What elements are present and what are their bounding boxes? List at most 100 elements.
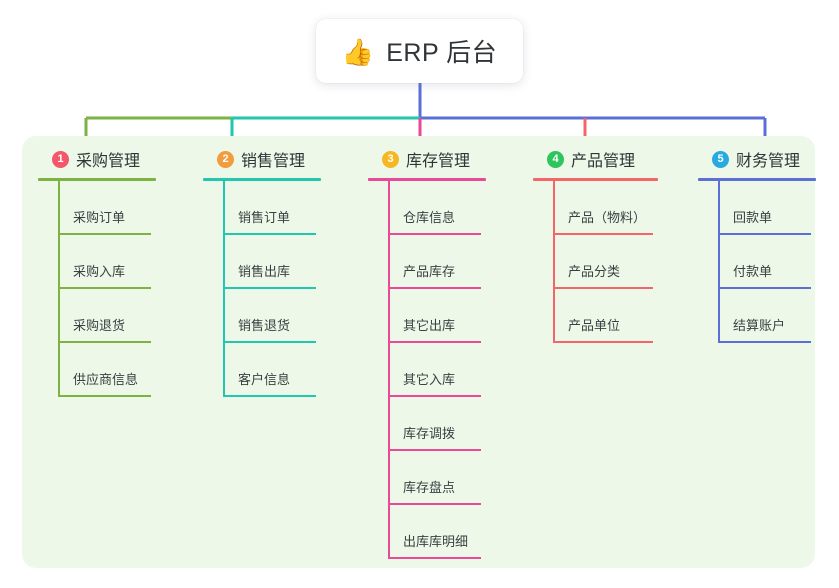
leaf-label: 产品分类 <box>568 264 621 279</box>
leaf-item[interactable]: 采购订单 <box>38 181 156 235</box>
branch-column-2: 2 销售管理销售订单销售出库销售退货客户信息 <box>203 146 321 397</box>
leaf-rule <box>223 287 316 289</box>
leaf-rule <box>553 341 653 343</box>
leaf-rule <box>388 449 481 451</box>
leaf-label: 库存盘点 <box>403 480 456 495</box>
leaf-rule <box>58 287 151 289</box>
leaf-label: 产品单位 <box>568 318 621 333</box>
leaf-item[interactable]: 销售订单 <box>203 181 321 235</box>
root-node-title: ERP 后台 <box>386 39 498 67</box>
leaf-item[interactable]: 其它入库 <box>368 343 486 397</box>
leaf-rule <box>388 233 481 235</box>
branch-spine <box>58 181 60 397</box>
leaf-label: 付款单 <box>733 264 773 279</box>
branch-title: 库存管理 <box>406 153 471 170</box>
leaf-label: 产品库存 <box>403 264 456 279</box>
leaf-rule <box>553 287 653 289</box>
leaf-item[interactable]: 仓库信息 <box>368 181 486 235</box>
branch-spine <box>388 181 390 559</box>
branch-header-rule <box>203 178 321 181</box>
leaf-rule <box>718 287 811 289</box>
leaf-label: 仓库信息 <box>403 210 456 225</box>
leaf-rule <box>58 395 151 397</box>
leaf-label: 供应商信息 <box>73 372 139 387</box>
leaf-label: 回款单 <box>733 210 773 225</box>
branch-header-rule <box>368 178 486 181</box>
leaf-rule <box>553 233 653 235</box>
leaf-rule <box>223 395 316 397</box>
leaf-label: 出库库明细 <box>403 534 469 549</box>
leaf-item[interactable]: 出库库明细 <box>368 505 486 559</box>
leaf-item[interactable]: 库存调拨 <box>368 397 486 451</box>
leaf-item[interactable]: 客户信息 <box>203 343 321 397</box>
branch-title: 销售管理 <box>241 153 306 170</box>
branch-spine <box>553 181 555 343</box>
leaf-rule <box>718 233 811 235</box>
leaf-label: 结算账户 <box>733 318 786 333</box>
branch-header-2[interactable]: 2 销售管理 <box>203 146 321 172</box>
leaf-label: 客户信息 <box>238 372 291 387</box>
leaf-label: 产品（物料） <box>568 210 647 225</box>
branch-spine <box>718 181 720 343</box>
branch-header-rule <box>38 178 156 181</box>
leaf-item[interactable]: 其它出库 <box>368 289 486 343</box>
leaf-rule <box>718 341 811 343</box>
leaf-rule <box>388 341 481 343</box>
branch-spine <box>223 181 225 397</box>
branch-header-3[interactable]: 3 库存管理 <box>368 146 486 172</box>
leaf-label: 采购订单 <box>73 210 126 225</box>
leaf-rule <box>223 233 316 235</box>
branch-leaf-list: 产品（物料） 产品分类产品单位 <box>533 181 658 343</box>
leaf-item[interactable]: 供应商信息 <box>38 343 156 397</box>
branch-header-rule <box>698 178 816 181</box>
leaf-item[interactable]: 结算账户 <box>698 289 816 343</box>
leaf-label: 其它入库 <box>403 372 456 387</box>
branch-leaf-list: 采购订单采购入库采购退货供应商信息 <box>38 181 156 397</box>
leaf-rule <box>388 395 481 397</box>
leaf-item[interactable]: 回款单 <box>698 181 816 235</box>
leaf-label: 销售出库 <box>238 264 291 279</box>
leaf-rule <box>58 341 151 343</box>
branch-number-badge: 3 <box>382 150 399 168</box>
branch-number-badge: 2 <box>217 150 234 168</box>
leaf-label: 采购退货 <box>73 318 126 333</box>
branch-leaf-list: 回款单付款单结算账户 <box>698 181 816 343</box>
leaf-item[interactable]: 产品库存 <box>368 235 486 289</box>
branch-leaf-list: 仓库信息产品库存其它出库其它入库库存调拨库存盘点出库库明细 <box>368 181 486 559</box>
branch-column-1: 1 采购管理采购订单采购入库采购退货供应商信息 <box>38 146 156 397</box>
branch-number-badge: 1 <box>52 150 69 168</box>
branch-header-1[interactable]: 1 采购管理 <box>38 146 156 172</box>
leaf-rule <box>388 557 481 559</box>
branch-number-badge: 4 <box>547 150 564 168</box>
branch-header-4[interactable]: 4 产品管理 <box>533 146 658 172</box>
root-node-erp-backend[interactable]: 👍 ERP 后台 <box>316 19 523 83</box>
leaf-item[interactable]: 产品（物料） <box>533 181 658 235</box>
branch-panel <box>22 136 815 568</box>
leaf-item[interactable]: 销售退货 <box>203 289 321 343</box>
branch-leaf-list: 销售订单销售出库销售退货客户信息 <box>203 181 321 397</box>
leaf-rule <box>58 233 151 235</box>
leaf-label: 库存调拨 <box>403 426 456 441</box>
leaf-item[interactable]: 付款单 <box>698 235 816 289</box>
leaf-item[interactable]: 产品单位 <box>533 289 658 343</box>
leaf-item[interactable]: 产品分类 <box>533 235 658 289</box>
branch-title: 采购管理 <box>76 153 141 170</box>
branch-title: 产品管理 <box>571 153 636 170</box>
leaf-item[interactable]: 采购入库 <box>38 235 156 289</box>
leaf-label: 销售退货 <box>238 318 291 333</box>
leaf-item[interactable]: 采购退货 <box>38 289 156 343</box>
leaf-rule <box>388 287 481 289</box>
branch-title: 财务管理 <box>736 153 801 170</box>
branch-header-rule <box>533 178 658 181</box>
leaf-item[interactable]: 库存盘点 <box>368 451 486 505</box>
branch-column-3: 3 库存管理仓库信息产品库存其它出库其它入库库存调拨库存盘点出库库明细 <box>368 146 486 559</box>
leaf-rule <box>223 341 316 343</box>
leaf-label: 销售订单 <box>238 210 291 225</box>
leaf-rule <box>388 503 481 505</box>
leaf-label: 采购入库 <box>73 264 126 279</box>
leaf-item[interactable]: 销售出库 <box>203 235 321 289</box>
thumbs-up-icon: 👍 <box>341 37 375 67</box>
